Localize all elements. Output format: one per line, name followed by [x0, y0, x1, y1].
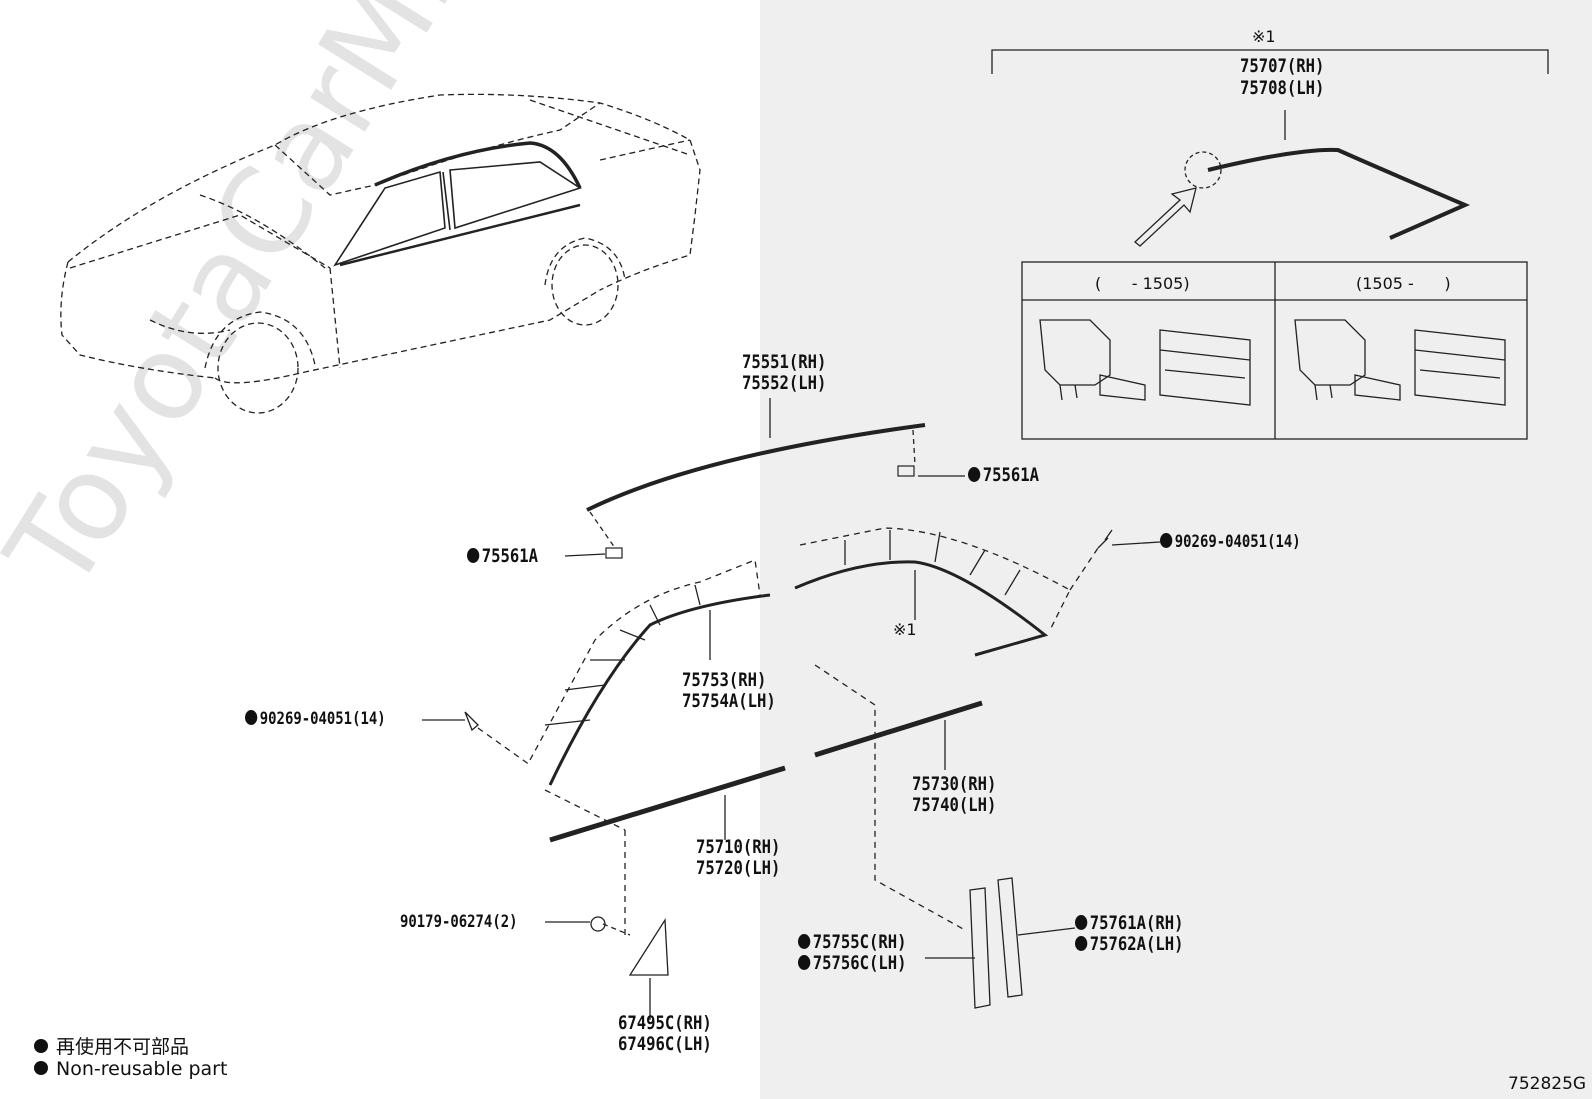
front-door-frame: [529, 559, 771, 786]
label-90269-left: 90269-04051(14): [245, 709, 386, 729]
label-75730: 75730(RH): [912, 773, 997, 795]
car-windows: [333, 141, 582, 267]
belt-moldings: [549, 700, 983, 843]
figure-code: 752825G: [1508, 1074, 1587, 1094]
non-reusable-dot: [1075, 936, 1088, 951]
label-75708: 75708(LH): [1240, 77, 1325, 99]
label-75561a-right: 75561A: [968, 465, 1039, 485]
label-67496c: 67496C(LH): [618, 1033, 712, 1055]
non-reusable-dot: [798, 934, 811, 949]
right-panel-background: [760, 0, 1592, 1099]
label-75762a: 75762A(LH): [1075, 934, 1184, 954]
roof-molding: [564, 398, 965, 559]
label-75552: 75552(LH): [742, 372, 827, 394]
pillar-garnishes: [814, 664, 1076, 1009]
inset-col2-header: (1505 - ): [1356, 274, 1451, 293]
non-reusable-dot: [968, 467, 981, 482]
label-75761a: 75761A(RH): [1075, 913, 1184, 933]
inset-molding: [1134, 147, 1471, 247]
legend-line-jp: 再使用不可部品: [34, 1032, 189, 1059]
label-75710: 75710(RH): [696, 836, 781, 858]
label-75740: 75740(LH): [912, 794, 997, 816]
inset-bracket: [991, 49, 1549, 140]
non-reusable-dot: [1075, 915, 1088, 930]
inset-table: [1021, 261, 1528, 440]
label-75707: 75707(RH): [1240, 55, 1325, 77]
label-75551: 75551(RH): [742, 351, 827, 373]
non-reusable-dot: [34, 1039, 48, 1053]
label-67495c: 67495C(RH): [618, 1012, 712, 1034]
label-75561a-left: 75561A: [467, 546, 538, 566]
label-90179: 90179-06274(2): [400, 912, 518, 932]
label-75755c: 75755C(RH): [798, 932, 907, 952]
inset-ref-mark: ※1: [1252, 27, 1276, 46]
left-clip: [422, 711, 626, 935]
inset-col1-header: ( - 1505): [1095, 274, 1190, 293]
label-75754a: 75754A(LH): [682, 690, 776, 712]
non-reusable-dot: [1160, 533, 1173, 548]
rear-door-frame: [794, 527, 1161, 657]
label-90269-right: 90269-04051(14): [1160, 532, 1301, 552]
label-75756c: 75756C(LH): [798, 953, 907, 973]
legend-line-en: Non-reusable part: [34, 1058, 227, 1080]
rear-frame-ref-mark: ※1: [893, 620, 917, 639]
screw-and-cover: [545, 916, 669, 1020]
non-reusable-dot: [798, 955, 811, 970]
non-reusable-dot: [34, 1061, 48, 1075]
non-reusable-dot: [467, 548, 480, 563]
non-reusable-dot: [245, 710, 258, 725]
label-75720: 75720(LH): [696, 857, 781, 879]
label-75753: 75753(RH): [682, 669, 767, 691]
